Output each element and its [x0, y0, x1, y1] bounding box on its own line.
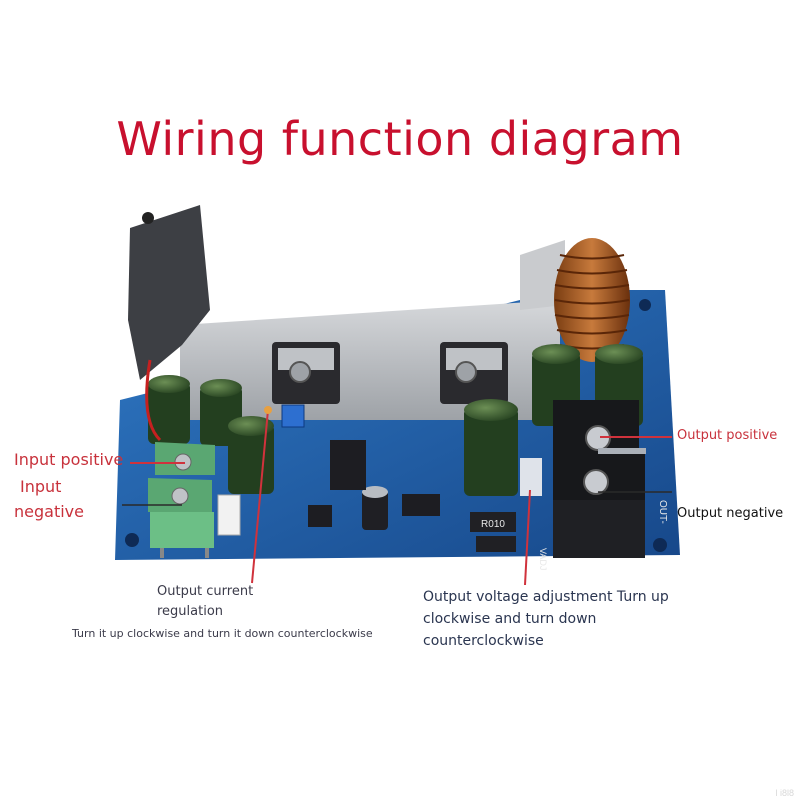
capacitor-group	[148, 344, 643, 530]
label-input-positive: Input positive	[14, 450, 124, 469]
screw-1	[289, 361, 311, 383]
current-pot	[281, 404, 305, 428]
heatsink-top	[520, 240, 565, 310]
inductor-coil	[554, 238, 630, 362]
ic-chip-small	[402, 494, 440, 516]
label-output-negative: Output negative	[677, 506, 784, 521]
leader-lines	[130, 409, 672, 586]
label-voltage-adjust-1: Output voltage adjustment Turn up	[423, 589, 669, 605]
output-terminal	[553, 400, 646, 558]
vadj-marking: VADJ	[538, 548, 548, 570]
label-input-negative-2: negative	[14, 502, 84, 521]
out-minus-marking: OUT-	[657, 500, 668, 524]
label-current-regulation-2: regulation	[157, 604, 224, 619]
cooling-fan	[128, 205, 210, 380]
screw-2	[455, 361, 477, 383]
mount-hole	[639, 299, 651, 311]
watermark: l i8l8	[775, 788, 794, 798]
label-voltage-adjust-2: clockwise and turn down	[423, 611, 597, 627]
sense-resistor-2	[476, 536, 516, 552]
label-current-regulation-note: Turn it up clockwise and turn it down co…	[72, 627, 373, 640]
voltage-pot	[520, 458, 542, 496]
label-output-positive: Output positive	[677, 428, 778, 443]
page-title: Wiring function diagram	[116, 112, 684, 166]
pot-marker	[264, 406, 272, 414]
sense-resistor-1	[470, 512, 516, 532]
mount-hole	[125, 533, 139, 547]
mount-hole	[653, 538, 667, 552]
fan-connector	[217, 494, 241, 536]
label-current-regulation-1: Output current	[157, 584, 254, 599]
resistor-marking-1: R010	[481, 519, 505, 530]
ic-chip	[330, 440, 366, 490]
label-voltage-adjust-3: counterclockwise	[423, 633, 544, 649]
label-input-negative-1: Input	[20, 477, 62, 496]
fan-wire	[145, 359, 162, 442]
ic-chip-small	[308, 505, 332, 527]
fan-screw	[142, 212, 154, 224]
input-terminal	[148, 442, 215, 558]
